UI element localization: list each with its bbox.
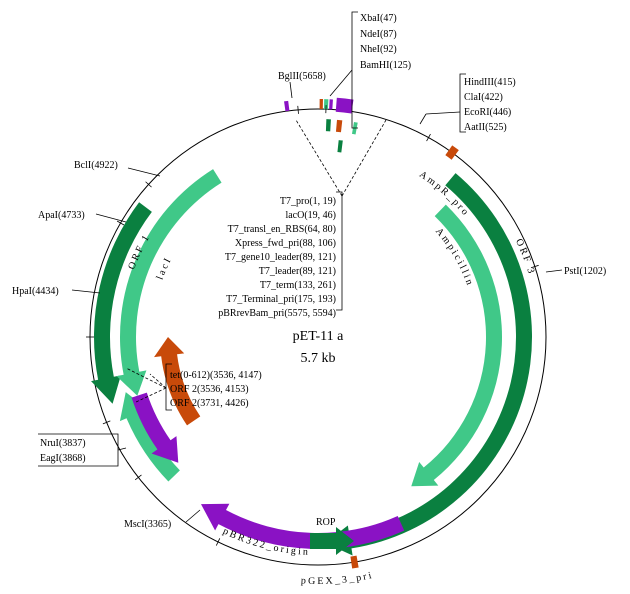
right-site-line <box>425 111 461 115</box>
orf1-arrow <box>91 202 152 404</box>
hpaI-line <box>71 289 101 294</box>
site-xbaI: XbaI(47) <box>360 13 397 24</box>
xpress-tick <box>329 99 333 110</box>
top-site-bracket <box>351 11 358 129</box>
site-nruI: NruI(3837) <box>40 438 86 449</box>
laci-arrow <box>116 169 222 396</box>
site-aatII: AatII(525) <box>464 122 507 133</box>
laci-label: lacI <box>155 255 175 281</box>
apaI-line <box>95 213 127 223</box>
ampicillin-arrow <box>411 204 502 487</box>
feature-label-bracket <box>336 191 343 311</box>
rop-arrow <box>310 527 354 555</box>
top-site-line <box>329 69 353 97</box>
orf-dash-3 <box>149 373 167 389</box>
orf-label-orf2-a: ORF 2(3536, 4153) <box>170 384 249 395</box>
site-tick <box>145 181 152 188</box>
site-hpaI: HpaI(4434) <box>12 286 59 297</box>
bglII-line <box>289 81 293 99</box>
site-tick <box>215 538 221 546</box>
pstI-line <box>545 269 563 273</box>
feature-label-terminal-pri: T7_Terminal_pri(175, 193) <box>226 294 336 305</box>
site-ticks <box>86 105 539 546</box>
site-eagI: EagI(3868) <box>40 453 86 464</box>
site-hindIII: HindIII(415) <box>464 77 516 88</box>
feature-label-t7-term: T7_term(133, 261) <box>260 280 336 291</box>
feature-label-t7-pro: T7_pro(1, 19) <box>280 196 336 207</box>
orf2-orange-arrow <box>154 337 201 426</box>
site-mscI: MscI(3365) <box>124 519 171 530</box>
callout-lines <box>38 11 563 523</box>
t7-pro-tick <box>323 99 329 110</box>
plasmid-size: 5.7 kb <box>301 351 336 366</box>
orf-dash-1 <box>125 367 167 389</box>
site-apaI: ApaI(4733) <box>38 210 85 221</box>
site-nheI: NheI(92) <box>360 44 397 55</box>
orf-label-list: tet(0-612)(3536, 4147) ORF 2(3536, 4153)… <box>170 370 262 409</box>
right-site-line-2 <box>419 113 427 125</box>
site-tick <box>530 264 539 269</box>
t7-promoter-tick <box>319 99 323 110</box>
site-tick <box>134 474 142 481</box>
feature-label-gene10: T7_gene10_leader(89, 121) <box>225 252 336 263</box>
gene10-block <box>335 119 343 133</box>
pbr322-origin-arrow <box>200 503 405 549</box>
feature-label-list: T7_pro(1, 19) lacO(19, 46) T7_transl_en_… <box>218 196 336 319</box>
feature-label-pbr-rev: pBRrevBam_pri(5575, 5594) <box>218 308 336 319</box>
pbr-rev-tick <box>284 100 290 112</box>
nru-eag-line <box>117 447 127 451</box>
plasmid-name: pET-11 a <box>293 329 344 344</box>
feature-arcs <box>91 97 532 569</box>
site-bglII: BglII(5658) <box>278 71 326 82</box>
pgex-tick <box>350 555 359 569</box>
mscI-line <box>185 509 201 523</box>
orf2-purple-arrow <box>131 392 179 463</box>
site-tick <box>102 420 111 425</box>
site-bclI: BclI(4922) <box>74 160 118 171</box>
feature-label-xpress: Xpress_fwd_pri(88, 106) <box>235 238 336 249</box>
t7-term-block <box>335 97 354 114</box>
feature-label-laco: lacO(19, 46) <box>285 210 336 221</box>
site-tick <box>297 105 299 114</box>
feature-label-t7-leader: T7_leader(89, 121) <box>259 266 336 277</box>
right-site-bracket <box>459 73 466 133</box>
pgex-label: pGEX_3_pri <box>301 570 375 587</box>
feature-label-rbs: T7_transl_en_RBS(64, 80) <box>228 224 336 235</box>
site-claI: ClaI(422) <box>464 92 503 103</box>
orf3-arrow <box>325 173 532 556</box>
orf-label-tet: tet(0-612)(3536, 4147) <box>170 370 262 381</box>
orf-label-orf2-b: ORF 2(3731, 4426) <box>170 398 249 409</box>
ampr-pro-tick <box>445 145 459 160</box>
site-bamHI: BamHI(125) <box>360 60 411 71</box>
rop-label: ROP <box>316 517 336 528</box>
site-tick <box>426 133 431 142</box>
laco-block <box>337 140 343 153</box>
site-pstI: PstI(1202) <box>564 266 606 277</box>
t7-leader-block <box>325 119 331 132</box>
site-ecoRI: EcoRI(446) <box>464 107 511 118</box>
orf-label-bracket <box>165 363 172 411</box>
site-tick <box>116 220 125 226</box>
feature-dash-1 <box>295 119 343 197</box>
site-ndeI: NdeI(87) <box>360 29 397 40</box>
feature-dash-2 <box>341 119 387 197</box>
bclI-line <box>127 167 161 177</box>
orf-dash-2 <box>135 387 167 403</box>
